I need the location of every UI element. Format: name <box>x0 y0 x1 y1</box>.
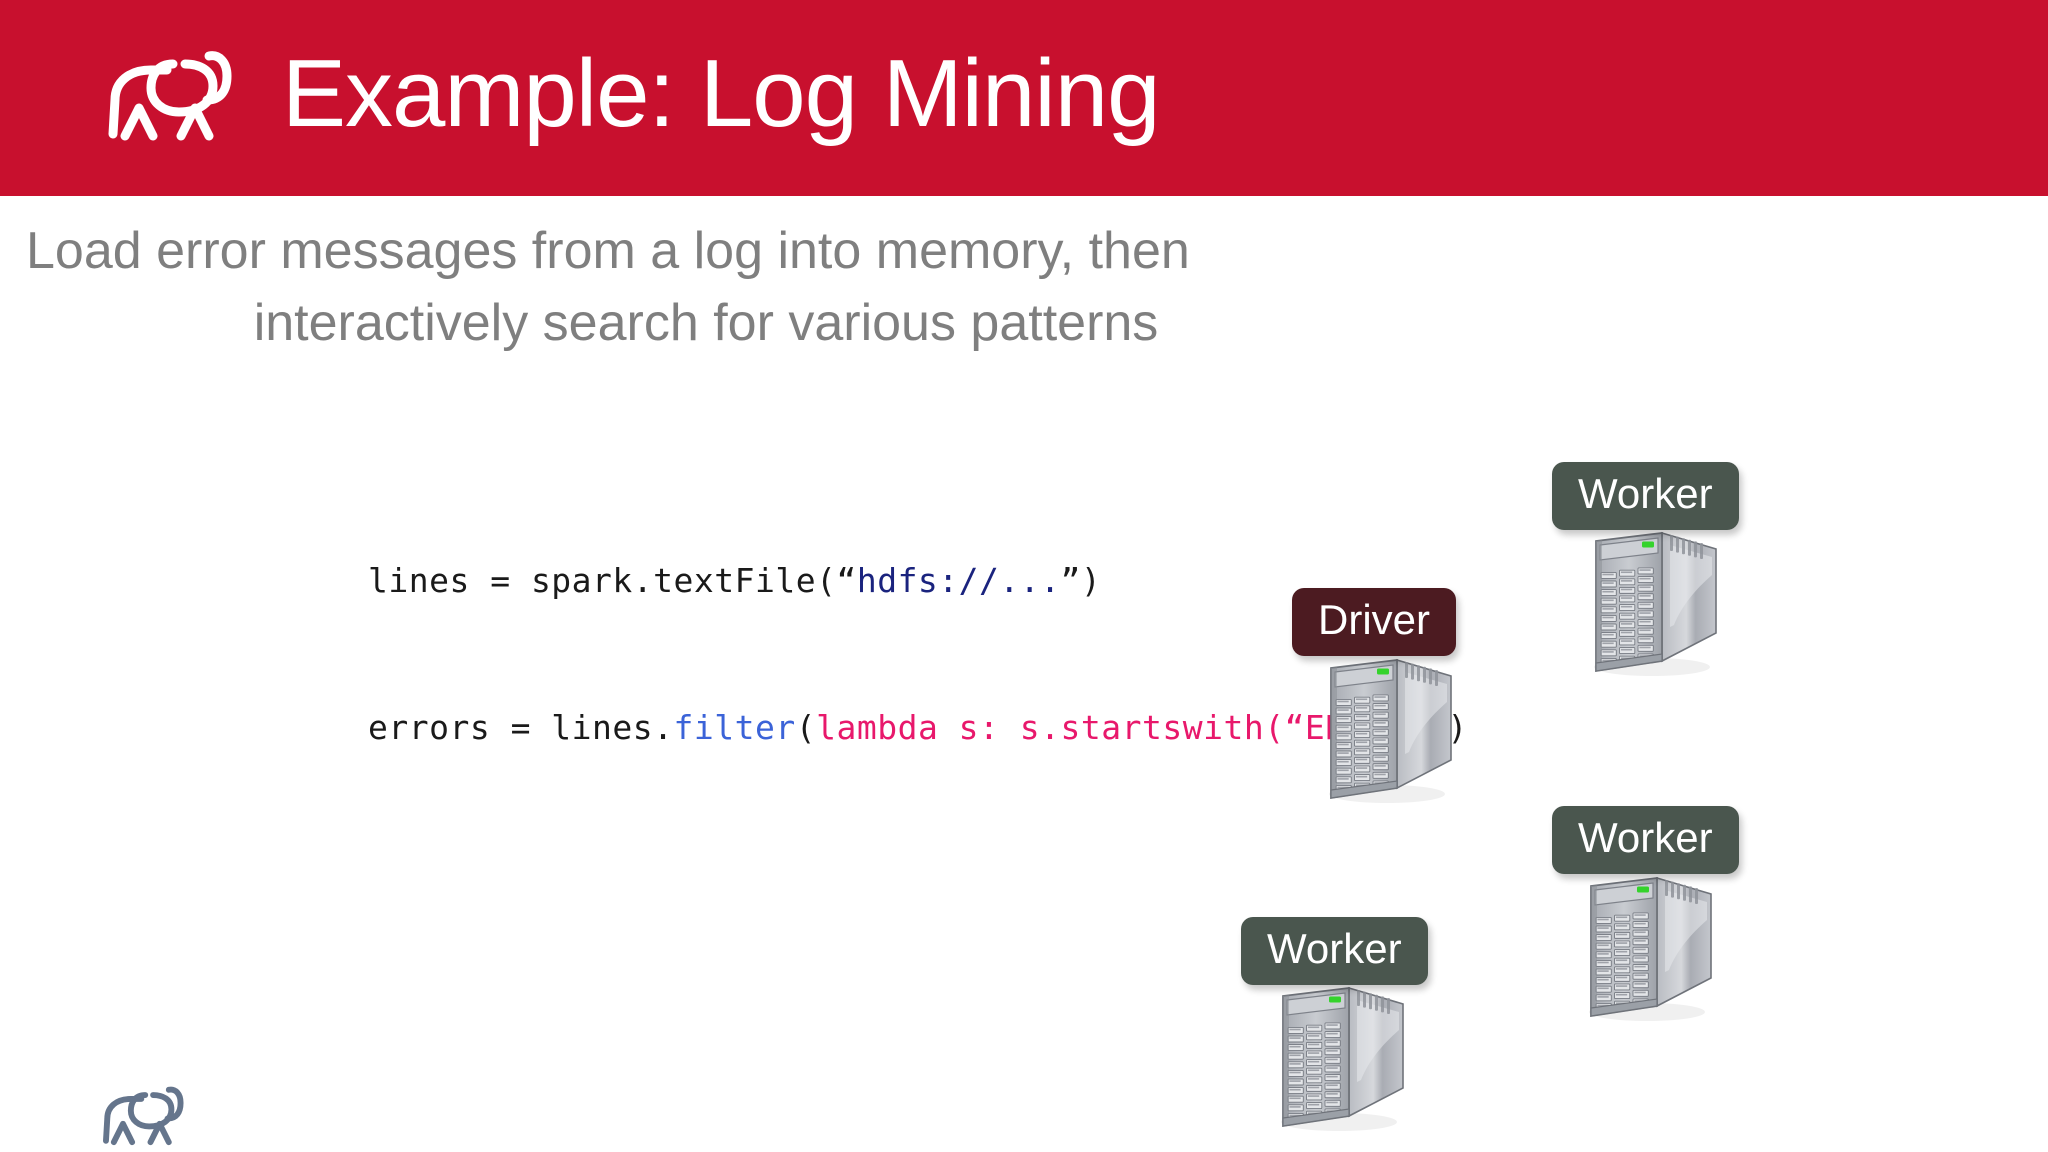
green-status-led <box>1637 886 1649 893</box>
server-tower-worker-top-right <box>1570 510 1730 690</box>
slide-header-bar: Example: Log Mining <box>0 0 2048 196</box>
green-status-led <box>1642 541 1654 548</box>
code-token-plain: ”) <box>1060 561 1102 600</box>
server-tower-icon <box>1594 531 1717 676</box>
code-token-plain: ( <box>795 708 817 747</box>
machine-label-worker-mid-right[interactable]: Worker <box>1552 806 1739 874</box>
elephant-logo-small <box>103 1086 184 1146</box>
server-tower-worker-mid-right <box>1565 855 1725 1035</box>
subtitle-line-2: interactively search for various pattern… <box>253 294 1159 352</box>
subtitle-line-1: Load error messages from a log into memo… <box>26 222 1190 280</box>
code-token-plain: ) <box>1447 708 1468 747</box>
machine-label-driver[interactable]: Driver <box>1292 588 1456 656</box>
server-tower-icon <box>1281 986 1404 1131</box>
page-title: Example: Log Mining <box>282 40 1160 147</box>
machine-label-worker-top-right[interactable]: Worker <box>1552 462 1739 530</box>
code-line-2: errors = lines.filter(lambda s: s.starts… <box>368 703 1468 752</box>
server-tower-icon <box>1329 658 1452 803</box>
server-tower-driver <box>1305 637 1465 817</box>
code-token-blue: filter <box>673 708 796 747</box>
code-token-plain: errors = lines. <box>368 708 674 747</box>
code-token-plain: lines = spark.textFile(“ <box>368 561 857 600</box>
server-tower-worker-bottom <box>1257 965 1417 1145</box>
machine-label-worker-bottom[interactable]: Worker <box>1241 917 1428 985</box>
server-tower-icon <box>1589 876 1712 1021</box>
elephant-logo <box>108 51 232 141</box>
code-token-navy: hdfs://... <box>856 561 1061 600</box>
green-status-led <box>1329 996 1341 1003</box>
code-line-1: lines = spark.textFile(“hdfs://...”) <box>368 556 1468 605</box>
green-status-led <box>1377 668 1389 675</box>
slide-subtitle: Load error messages from a log into memo… <box>26 215 1386 359</box>
code-snippet: lines = spark.textFile(“hdfs://...”) err… <box>368 458 1468 801</box>
